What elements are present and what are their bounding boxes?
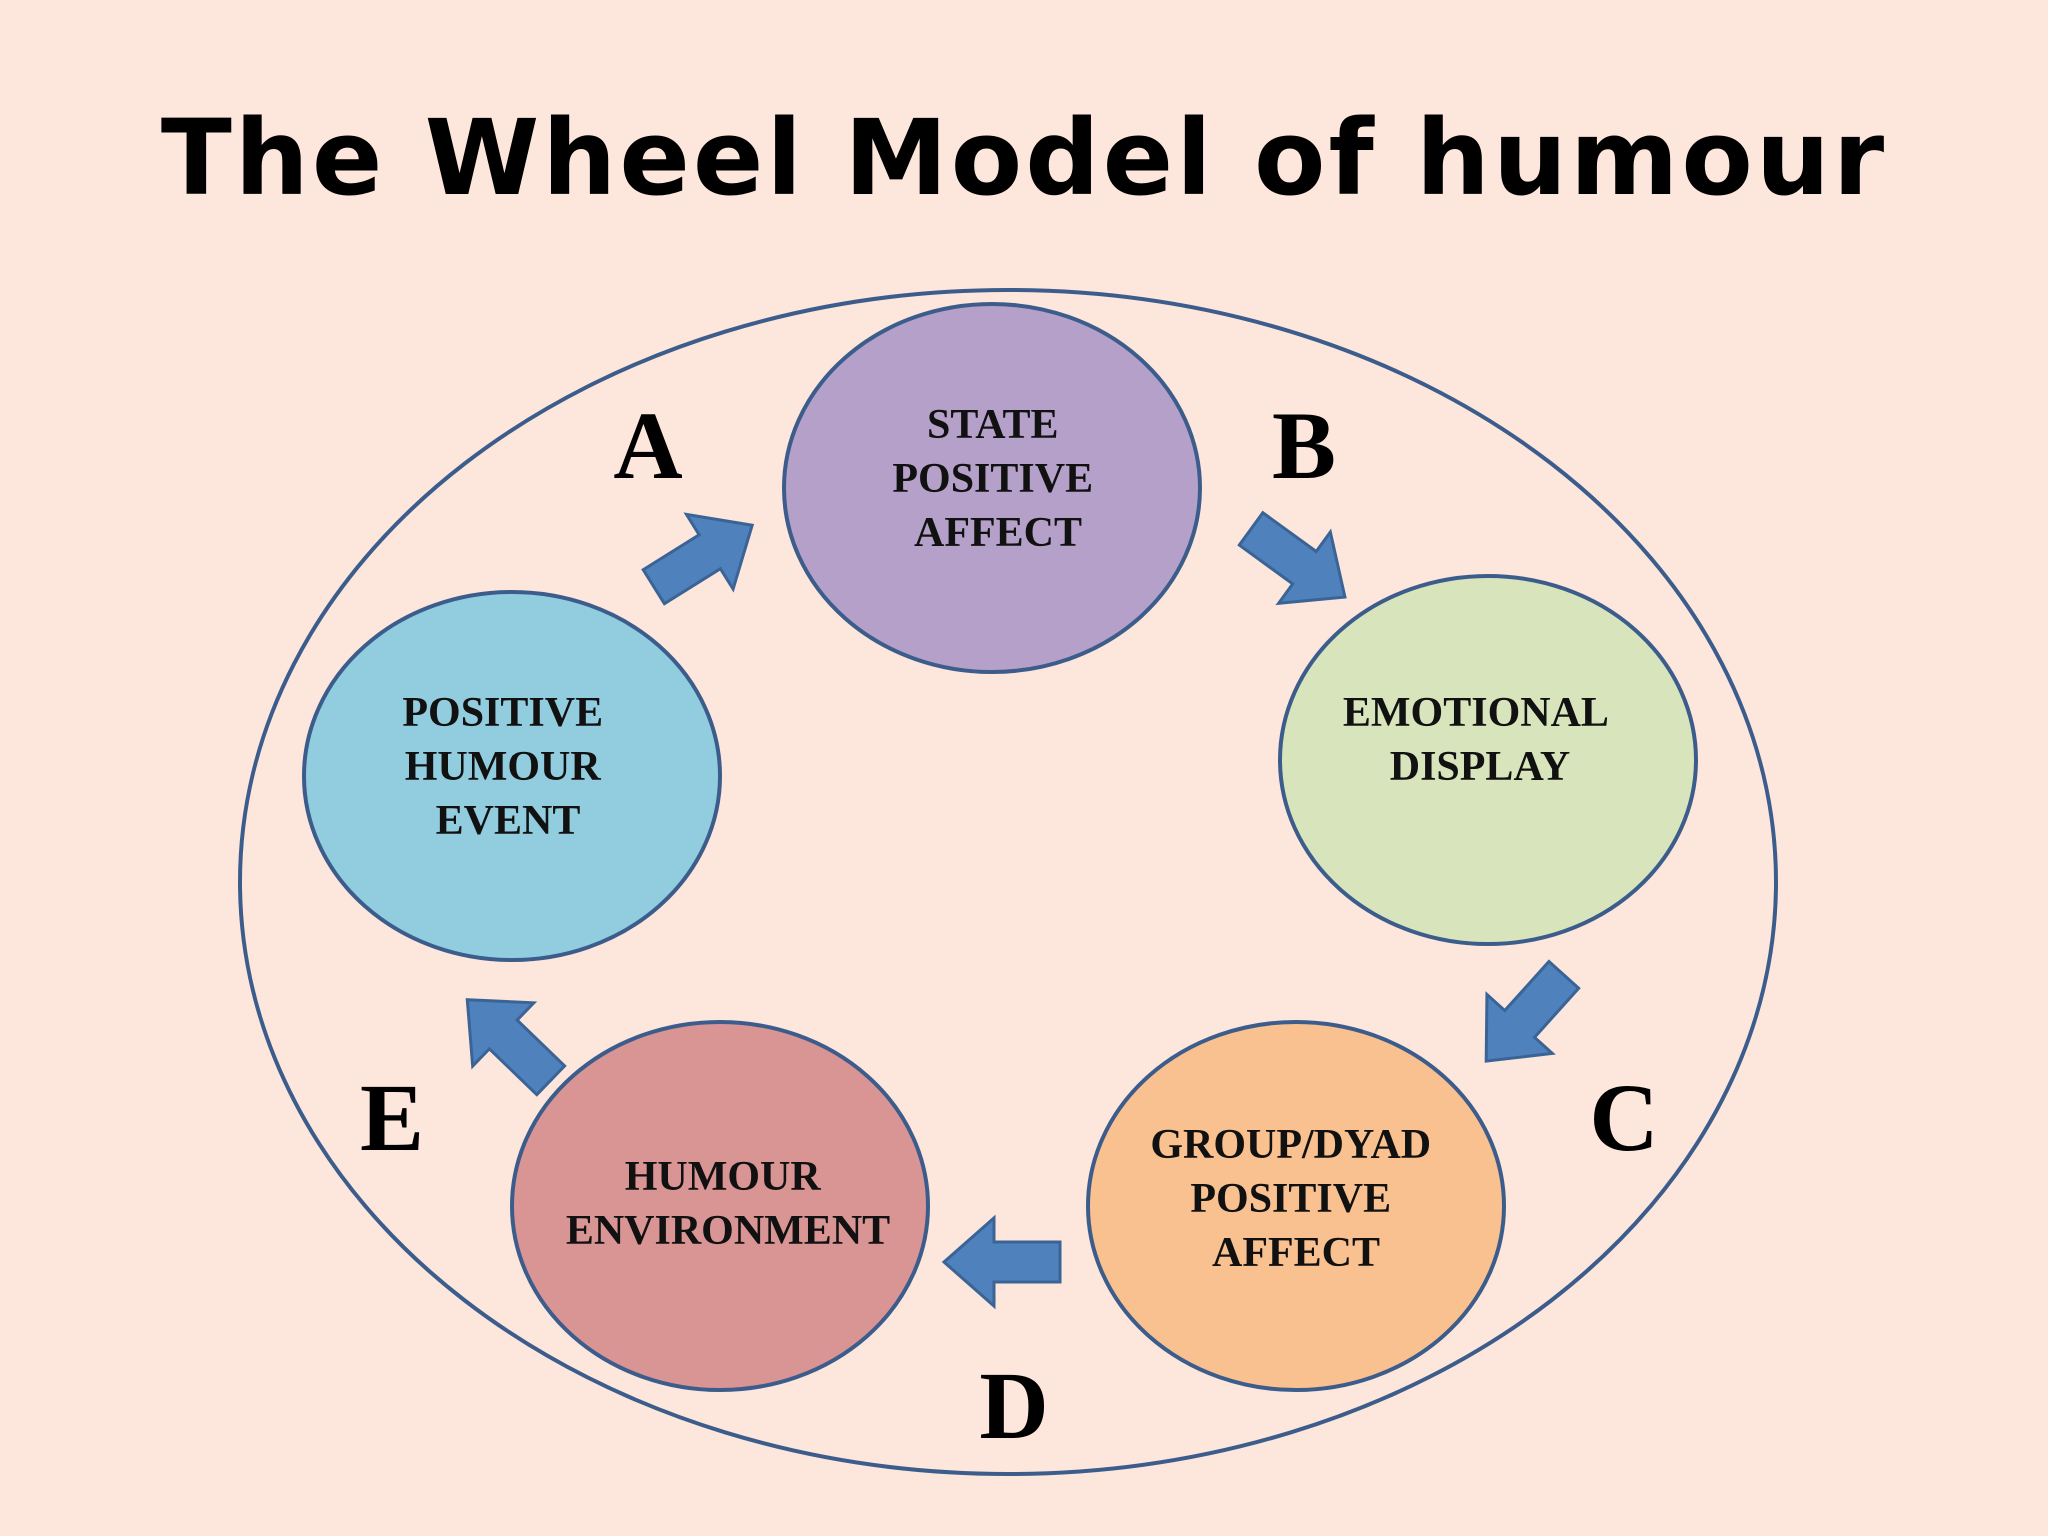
node-emotional-display-label: EMOTIONAL DISPLAY [1343, 690, 1617, 790]
node-group-dyad-positive-affect: GROUP/DYAD POSITIVE AFFECT [1086, 1020, 1506, 1392]
node-positive-humour-event: POSITIVE HUMOUR EVENT [302, 590, 722, 962]
arrow-d [942, 1216, 1062, 1308]
outer-wheel-ellipse [238, 288, 1778, 1476]
node-state-positive-affect-label: STATE POSITIVE AFFECT [892, 402, 1103, 556]
node-humour-environment-label: HUMOUR ENVIRONMENT [566, 1154, 890, 1254]
node-humour-environment: HUMOUR ENVIRONMENT [510, 1020, 930, 1392]
arrow-c [1451, 943, 1599, 1093]
node-emotional-display: EMOTIONAL DISPLAY [1278, 574, 1698, 946]
step-label-e: E [360, 1064, 424, 1171]
node-positive-humour-event-circle [302, 590, 722, 962]
step-label-a: A [613, 392, 682, 499]
node-group-dyad-positive-affect-circle [1086, 1020, 1506, 1392]
node-state-positive-affect: STATE POSITIVE AFFECT [782, 302, 1202, 674]
page-title: The Wheel Model of humour [160, 97, 1888, 219]
arrow-b [1223, 491, 1373, 635]
node-positive-humour-event-label: POSITIVE HUMOUR EVENT [402, 690, 613, 844]
step-label-c: C [1589, 1064, 1658, 1171]
node-group-dyad-positive-affect-label: GROUP/DYAD POSITIVE AFFECT [1150, 1122, 1441, 1276]
node-state-positive-affect-circle [782, 302, 1202, 674]
step-label-d: D [979, 1352, 1048, 1459]
node-humour-environment-circle [510, 1020, 930, 1392]
node-emotional-display-circle [1278, 574, 1698, 946]
arrow-a [628, 486, 778, 626]
step-label-b: B [1272, 392, 1336, 499]
